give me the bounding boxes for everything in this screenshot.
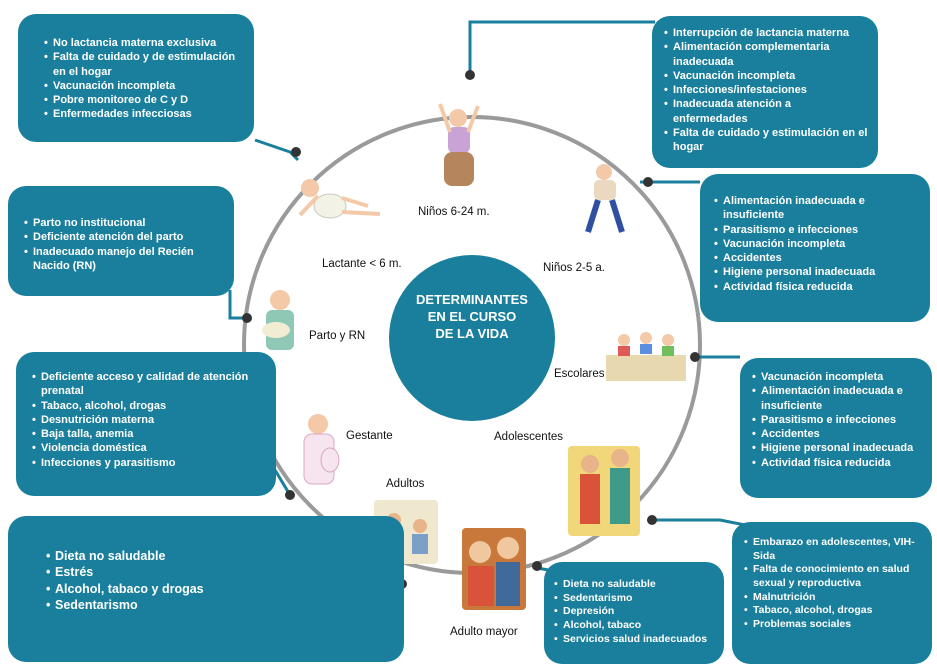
box-adolescentes: Embarazo en adolescentes, VIH-Sida Falta… — [732, 522, 932, 664]
stage-label-parto-rn: Parto y RN — [309, 330, 366, 342]
list-item: Baja talla, anemia — [32, 427, 266, 442]
list-item: Vacunación incompleta — [44, 79, 242, 94]
list-item: Alcohol, tabaco y drogas — [46, 581, 394, 598]
box-escolares-list: Vacunación incompleta Alimentación inade… — [752, 370, 924, 470]
dot-lactante — [291, 147, 301, 157]
box-adulto-mayor-list: Dieta no saludable Sedentarismo Depresió… — [554, 578, 716, 646]
list-item: Deficiente acceso y calidad de atención … — [32, 370, 266, 399]
list-item: Alimentación inadecuada e insuficiente — [752, 384, 924, 413]
list-item: Violencia doméstica — [32, 441, 266, 456]
box-ninos-6-24-list: Interrupción de lactancia materna Alimen… — [664, 26, 868, 155]
ring-dots — [242, 70, 700, 589]
box-gestante: Deficiente acceso y calidad de atención … — [16, 352, 276, 496]
list-item: Sedentarismo — [46, 597, 394, 614]
dot-parto-rn — [242, 313, 252, 323]
box-adultos-list: Dieta no saludable Estrés Alcohol, tabac… — [46, 548, 394, 613]
dot-adulto-mayor — [532, 561, 542, 571]
illustration-ninos-6-24 — [438, 103, 480, 186]
list-item: Dieta no saludable — [554, 578, 716, 592]
connector-lactante — [254, 138, 300, 162]
box-ninos-6-24: Interrupción de lactancia materna Alimen… — [652, 16, 878, 168]
list-item: Tabaco, alcohol, drogas — [744, 604, 924, 618]
box-parto-rn-list: Parto no institucional Deficiente atenci… — [24, 216, 224, 273]
list-item: Higiene personal inadecuada — [752, 441, 924, 456]
box-ninos-2-5: Alimentación inadecuada e insuficiente P… — [700, 174, 930, 322]
stage-label-adolescentes: Adolescentes — [494, 431, 564, 443]
center-title: DETERMINANTES EN EL CURSO DE LA VIDA — [382, 292, 562, 343]
list-item: Alimentación complementaria inadecuada — [664, 40, 868, 69]
stage-label-gestante: Gestante — [346, 430, 393, 442]
list-item: Accidentes — [714, 251, 920, 266]
list-item: Vacunación incompleta — [664, 69, 868, 84]
list-item: Vacunación incompleta — [752, 370, 924, 385]
illustration-escolares — [606, 332, 686, 381]
list-item: Desnutrición materna — [32, 413, 266, 428]
illustration-adolescentes — [568, 446, 640, 536]
list-item: Estrés — [46, 564, 394, 581]
list-item: Depresión — [554, 605, 716, 619]
dot-ninos-2-5 — [643, 177, 653, 187]
list-item: Infecciones/infestaciones — [664, 83, 868, 98]
box-ninos-2-5-list: Alimentación inadecuada e insuficiente P… — [714, 194, 920, 294]
dot-escolares — [690, 352, 700, 362]
list-item: Parasitismo e infecciones — [714, 223, 920, 238]
center-title-line-1: DETERMINANTES — [416, 292, 528, 307]
list-item: Parto no institucional — [24, 216, 224, 231]
list-item: Inadecuada atención a enfermedades — [664, 97, 868, 126]
illustration-lactante — [298, 179, 381, 219]
list-item: Servicios salud inadecuados — [554, 633, 716, 647]
list-item: Dieta no saludable — [46, 548, 394, 565]
stage-label-lactante: Lactante < 6 m. — [322, 258, 402, 270]
box-gestante-list: Deficiente acceso y calidad de atención … — [32, 370, 266, 470]
box-adultos: Dieta no saludable Estrés Alcohol, tabac… — [8, 516, 404, 662]
box-lactante: No lactancia materna exclusiva Falta de … — [18, 14, 254, 142]
list-item: Deficiente atención del parto — [24, 230, 224, 245]
illustration-gestante — [303, 414, 340, 485]
list-item: Falta de cuidado y de estimulación en el… — [44, 50, 242, 79]
box-adolescentes-list: Embarazo en adolescentes, VIH-Sida Falta… — [744, 536, 924, 631]
illustration-adulto-mayor — [462, 528, 526, 610]
dot-gestante — [285, 490, 295, 500]
box-adulto-mayor: Dieta no saludable Sedentarismo Depresió… — [544, 562, 724, 664]
list-item: Falta de cuidado y estimulación en el ho… — [664, 126, 868, 155]
list-item: Alcohol, tabaco — [554, 619, 716, 633]
box-escolares: Vacunación incompleta Alimentación inade… — [740, 358, 932, 498]
list-item: Enfermedades infecciosas — [44, 107, 242, 122]
list-item: Malnutrición — [744, 591, 924, 605]
connector-parto-rn — [228, 290, 247, 320]
center-title-line-3: DE LA VIDA — [435, 325, 509, 341]
list-item: Inadecuado manejo del Recién Nacido (RN) — [24, 245, 224, 274]
list-item: Higiene personal inadecuada — [714, 265, 920, 280]
illustration-parto-rn — [262, 290, 294, 350]
stage-label-ninos-6-24: Niños 6-24 m. — [418, 206, 490, 218]
list-item: Parasitismo e infecciones — [752, 413, 924, 428]
list-item: Interrupción de lactancia materna — [664, 26, 868, 41]
list-item: Accidentes — [752, 427, 924, 442]
list-item: Tabaco, alcohol, drogas — [32, 399, 266, 414]
center-circle — [389, 255, 555, 421]
box-lactante-list: No lactancia materna exclusiva Falta de … — [44, 36, 242, 122]
list-item: Actividad física reducida — [752, 456, 924, 471]
dot-adolescentes — [647, 515, 657, 525]
list-item: No lactancia materna exclusiva — [44, 36, 242, 51]
list-item: Alimentación inadecuada e insuficiente — [714, 194, 920, 223]
list-item: Infecciones y parasitismo — [32, 456, 266, 471]
dot-ninos-6-24 — [465, 70, 475, 80]
stage-label-escolares: Escolares — [554, 368, 605, 380]
stage-label-ninos-2-5: Niños 2-5 a. — [543, 262, 606, 274]
list-item: Vacunación incompleta — [714, 237, 920, 252]
stage-label-adultos: Adultos — [386, 478, 425, 490]
list-item: Embarazo en adolescentes, VIH-Sida — [744, 536, 924, 563]
connector-ninos-6-24 — [468, 20, 655, 75]
stage-label-adulto-mayor: Adulto mayor — [450, 626, 518, 638]
list-item: Sedentarismo — [554, 592, 716, 606]
list-item: Falta de conocimiento en salud sexual y … — [744, 563, 924, 590]
list-item: Actividad física reducida — [714, 280, 920, 295]
illustration-ninos-2-5 — [585, 164, 625, 233]
center-title-line-2: EN EL CURSO — [427, 308, 517, 324]
list-item: Pobre monitoreo de C y D — [44, 93, 242, 108]
box-parto-rn: Parto no institucional Deficiente atenci… — [8, 186, 234, 296]
list-item: Problemas sociales — [744, 618, 924, 632]
